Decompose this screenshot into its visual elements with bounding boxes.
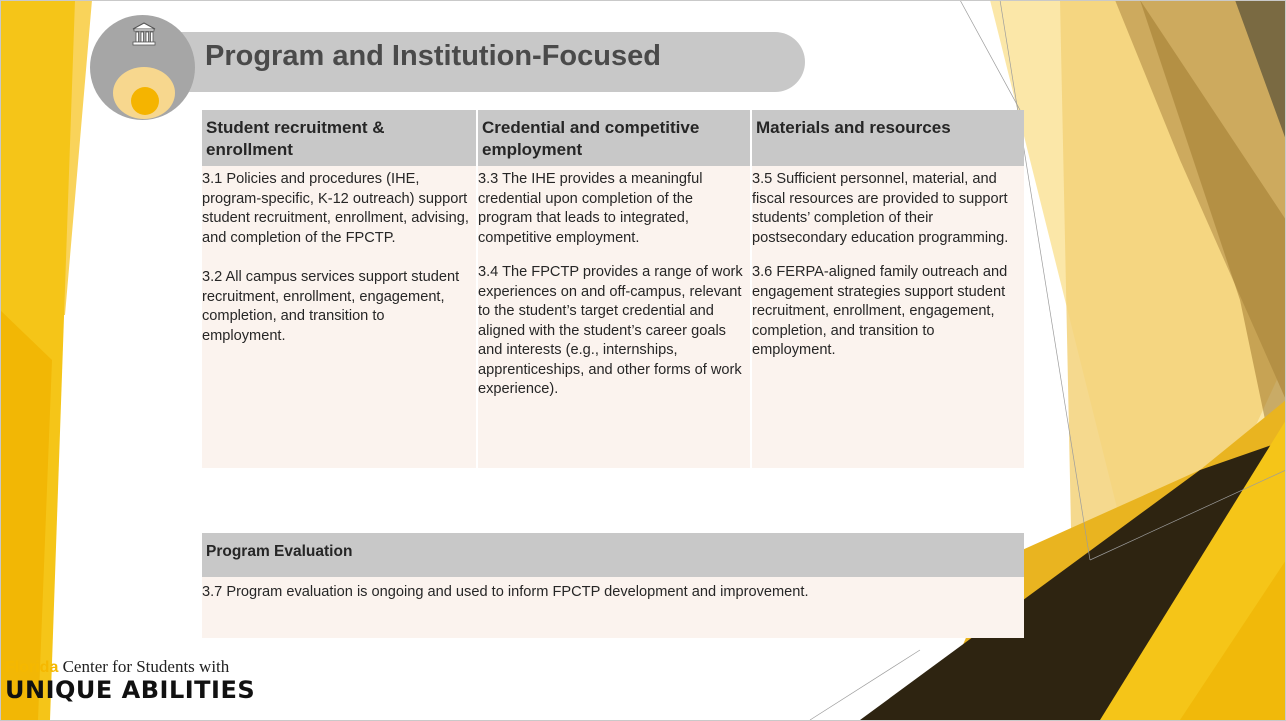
standard-3-6: 3.6 FERPA-aligned family outreach and en… — [752, 264, 1008, 358]
table-header-row: Student recruitment & enrollment Credent… — [202, 110, 1024, 166]
evaluation-text: 3.7 Program evaluation is ongoing and us… — [202, 577, 1024, 638]
header-materials: Materials and resources — [750, 110, 1024, 166]
right-facet-amber — [1140, 0, 1286, 520]
logo-line-1: Florida Center for Students with — [5, 657, 229, 677]
header-recruitment: Student recruitment & enrollment — [202, 110, 476, 166]
deco-line-2 — [1089, 469, 1286, 561]
right-facet-yellow-2 — [1180, 560, 1286, 720]
header-credential: Credential and competitive employment — [476, 110, 750, 166]
cell-recruitment: 3.1 Policies and procedures (IHE, progra… — [202, 166, 476, 468]
cell-credential: 3.3 The IHE provides a meaningful creden… — [476, 166, 750, 468]
standard-3-4: 3.4 The FPCTP provides a range of work e… — [478, 264, 743, 397]
logo-center-text: Center for Students with — [58, 657, 230, 676]
badge-dot — [131, 87, 159, 115]
cell-materials: 3.5 Sufficient personnel, material, and … — [750, 166, 1024, 468]
standard-3-3: 3.3 The IHE provides a meaningful creden… — [478, 171, 703, 246]
standards-table: Student recruitment & enrollment Credent… — [202, 110, 1024, 468]
standard-3-2: 3.2 All campus services support student … — [202, 269, 460, 344]
slide-title: Program and Institution-Focused — [205, 40, 661, 72]
table-row: 3.1 Policies and procedures (IHE, progra… — [202, 166, 1024, 468]
left-strip-dark — [0, 310, 52, 720]
evaluation-header: Program Evaluation — [202, 533, 1024, 577]
deco-line-1 — [999, 0, 1091, 561]
building-icon — [132, 22, 156, 46]
standard-3-5: 3.5 Sufficient personnel, material, and … — [752, 171, 1009, 246]
standard-3-1: 3.1 Policies and procedures (IHE, progra… — [202, 171, 469, 246]
logo-unique-abilities: UNIQUE ABILITIES — [5, 676, 256, 704]
logo-florida: Florida — [5, 659, 59, 676]
title-bar — [140, 32, 805, 92]
deco-line-4 — [959, 0, 1021, 111]
deco-line-3 — [809, 649, 921, 721]
right-facet-olive — [1180, 0, 1286, 140]
